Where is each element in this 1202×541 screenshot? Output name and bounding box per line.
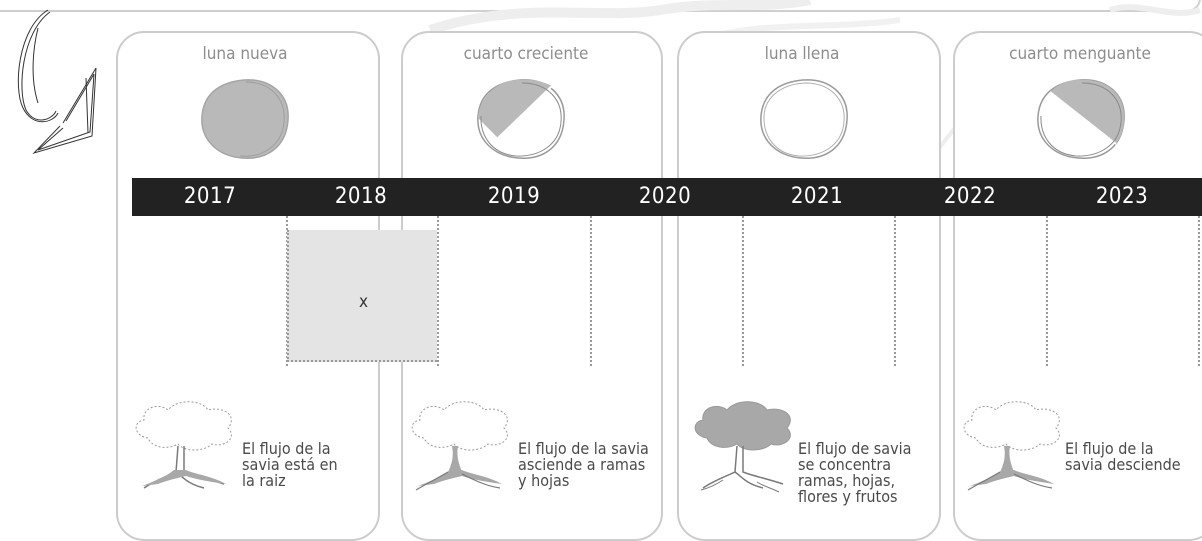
new-moon-icon (201, 79, 289, 159)
phase-description-full-moon: El flujo de savia se concentra ramas, ho… (798, 439, 912, 506)
full-moon-icon (760, 79, 848, 159)
year-2021[interactable]: 2021 (790, 184, 844, 209)
year-separator (437, 216, 439, 366)
year-separator (590, 216, 592, 366)
year-2023[interactable]: 2023 (1095, 184, 1149, 209)
phase-description-last-quarter: El flujo de la savia desciende (1065, 439, 1181, 474)
phase-label-new-moon: luna nueva (202, 44, 288, 64)
tree-canopy-icon (694, 401, 791, 493)
year-2019[interactable]: 2019 (487, 184, 541, 209)
first-quarter-moon-icon (477, 79, 565, 159)
year-separator (742, 216, 744, 366)
selected-mark: x (359, 292, 369, 312)
tree-trunk-icon (963, 401, 1060, 491)
year-2018[interactable]: 2018 (334, 184, 388, 209)
phase-label-full-moon: luna llena (764, 44, 840, 64)
phase-description-new-moon: El flujo de la savia está en la raiz (242, 439, 338, 490)
selected-year-box[interactable] (287, 230, 437, 362)
hand-sketch-icon (17, 9, 97, 155)
year-2020[interactable]: 2020 (638, 184, 692, 209)
tree-roots-icon (135, 401, 232, 489)
last-quarter-moon-icon (1037, 79, 1125, 159)
year-separator (894, 216, 896, 366)
phase-label-last-quarter: cuarto menguante (1009, 44, 1151, 64)
year-separator (1198, 216, 1200, 366)
timeline-band (132, 178, 1202, 216)
top-frame (0, 0, 1201, 12)
year-2022[interactable]: 2022 (943, 184, 997, 209)
phase-label-first-quarter: cuarto creciente (463, 44, 589, 64)
phase-description-first-quarter: El flujo de la savia asciende a ramas y … (518, 439, 649, 490)
year-2017[interactable]: 2017 (183, 184, 237, 209)
tree-trunk-icon (411, 401, 508, 491)
year-separator (1046, 216, 1048, 366)
